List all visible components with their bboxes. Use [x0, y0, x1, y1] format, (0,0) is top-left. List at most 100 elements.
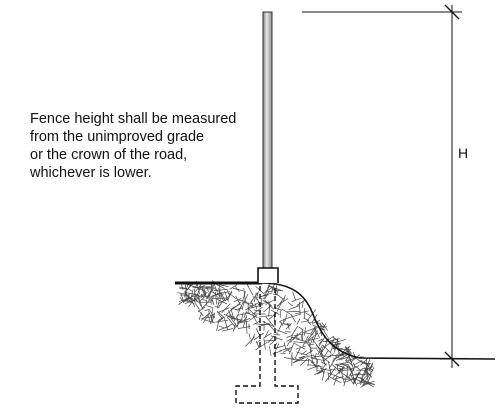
soil-hatch-stroke: [221, 328, 233, 332]
soil-hatch-stroke: [194, 288, 196, 299]
soil-hatch-stroke: [366, 373, 372, 385]
soil-hatch-stroke: [354, 373, 368, 376]
soil-hatch-stroke: [246, 283, 254, 296]
soil-hatch-stroke: [186, 292, 200, 296]
soil-hatch-stroke: [350, 373, 358, 377]
soil-hatch-stroke: [215, 319, 229, 323]
soil-hatch-stroke: [307, 309, 316, 321]
soil-hatch-stroke: [353, 359, 363, 366]
soil-hatch-stroke: [237, 312, 251, 316]
soil-hatch-stroke: [300, 350, 307, 356]
soil-hatch-stroke: [314, 352, 317, 359]
soil-hatch-stroke: [230, 317, 238, 327]
soil-hatch-stroke: [318, 363, 327, 374]
soil-hatch-stroke: [340, 347, 348, 355]
soil-hatch-stroke: [304, 327, 316, 333]
soil-hatch-stroke: [250, 333, 256, 345]
soil-hatch-stroke: [241, 300, 245, 310]
soil-hatch-stroke: [329, 354, 342, 357]
soil-hatch-stroke: [296, 318, 301, 325]
soil-hatch-stroke: [301, 354, 314, 359]
soil-hatch-stroke: [255, 342, 268, 351]
soil-hatch-stroke: [259, 294, 269, 298]
soil-hatch-stroke: [286, 334, 294, 338]
soil-hatch-stroke: [263, 332, 272, 339]
soil-hatch-stroke: [276, 329, 288, 335]
soil-hatch-stroke: [332, 336, 339, 342]
soil-hatch-stroke: [243, 302, 253, 304]
soil-hatch-stroke: [361, 369, 366, 381]
soil-hatch-stroke: [293, 342, 306, 350]
soil-hatch-stroke: [347, 367, 355, 379]
soil-hatch-stroke: [223, 313, 235, 320]
soil-hatch-stroke: [226, 289, 231, 297]
soil-hatch-stroke: [203, 319, 216, 324]
soil-hatch-stroke: [246, 305, 259, 310]
soil-hatch-stroke: [245, 311, 258, 319]
soil-hatch-stroke: [204, 308, 210, 312]
soil-hatch-stroke: [320, 355, 331, 364]
soil-hatch-stroke: [243, 288, 246, 302]
soil-hatch-stroke: [215, 298, 228, 305]
soil-hatch-stroke: [229, 284, 238, 290]
soil-hatch-stroke: [316, 349, 322, 356]
soil-hatch-stroke: [285, 347, 291, 353]
soil-hatch-stroke: [274, 292, 284, 300]
soil-hatch-stroke: [365, 359, 371, 369]
soil-hatch-stroke: [235, 295, 241, 305]
soil-hatch-stroke: [201, 289, 206, 297]
soil-hatch-stroke: [314, 327, 317, 336]
soil-hatch-stroke: [242, 291, 246, 302]
soil-hatch-stroke: [307, 365, 320, 371]
soil-hatch-stroke: [317, 338, 323, 342]
soil-hatch-stroke: [288, 305, 300, 311]
soil-hatch-stroke: [211, 312, 216, 323]
soil-hatch-stroke: [361, 362, 371, 364]
soil-hatch-stroke: [300, 320, 308, 323]
fence-height-note: Fence height shall be measured from the …: [30, 110, 260, 182]
soil-hatch-stroke: [234, 307, 243, 311]
soil-hatch-stroke: [331, 353, 343, 362]
soil-hatch-stroke: [231, 303, 241, 309]
soil-hatch-stroke: [187, 288, 193, 292]
soil-hatch-stroke: [232, 287, 244, 292]
soil-hatch-stroke: [195, 303, 200, 310]
soil-hatch-stroke: [284, 313, 288, 323]
soil-hatch-stroke: [303, 317, 310, 322]
soil-hatch-stroke: [334, 355, 340, 359]
soil-hatch-stroke: [215, 283, 225, 289]
soil-hatch-stroke: [237, 326, 251, 329]
soil-hatch-stroke: [216, 299, 220, 309]
soil-hatch-stroke: [339, 368, 344, 378]
soil-hatch-stroke: [360, 357, 369, 366]
soil-hatch-stroke: [299, 357, 309, 366]
soil-hatch-stroke: [269, 337, 278, 346]
soil-hatch-stroke: [191, 295, 199, 298]
soil-hatch-stroke: [356, 359, 369, 365]
soil-hatch-stroke: [196, 285, 202, 297]
soil-hatch-stroke: [309, 336, 314, 346]
soil-hatch-stroke: [182, 296, 190, 304]
soil-hatch-stroke: [280, 322, 291, 327]
soil-hatch-stroke: [311, 360, 317, 368]
soil-hatch-stroke: [363, 380, 375, 385]
soil-hatch-stroke: [201, 298, 207, 301]
soil-hatch-stroke: [245, 293, 249, 300]
soil-hatch-stroke: [180, 293, 184, 301]
soil-hatch-stroke: [210, 313, 215, 317]
dimension-bottom-tick: [444, 351, 460, 367]
soil-hatch-stroke: [277, 323, 283, 333]
soil-hatch-stroke: [223, 316, 229, 331]
soil-hatch-stroke: [264, 283, 270, 296]
soil-hatch-stroke: [333, 375, 338, 386]
soil-hatch-stroke: [202, 287, 208, 298]
soil-hatch-stroke: [285, 323, 292, 330]
soil-hatch-stroke: [291, 297, 302, 303]
soil-hatch-stroke: [295, 310, 309, 315]
soil-hatch-stroke: [265, 316, 274, 327]
soil-hatch-stroke: [184, 282, 188, 297]
soil-hatch-stroke: [330, 369, 337, 371]
soil-hatch-stroke: [216, 291, 231, 294]
soil-hatch-stroke: [200, 293, 205, 299]
soil-hatch-stroke: [272, 350, 282, 355]
